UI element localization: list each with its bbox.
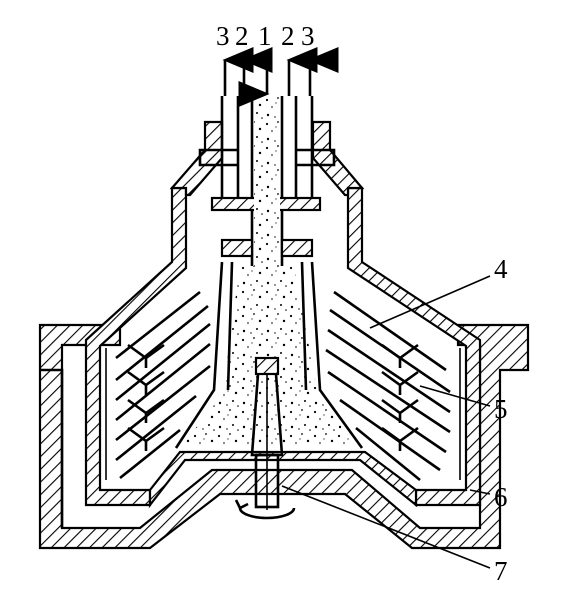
disc-stack (105, 290, 461, 482)
flow-arrows (222, 47, 339, 107)
callout-7: 7 (494, 556, 508, 586)
feed-pipe-fill (254, 96, 280, 268)
flow-chevrons (127, 343, 419, 451)
bowl-shell (84, 186, 482, 509)
leader-lines (281, 275, 491, 569)
spindle (234, 356, 296, 520)
flow-label-outlet-3-right: 3 (301, 21, 315, 51)
callout-5: 5 (494, 394, 508, 424)
callout-4: 4 (494, 254, 508, 284)
flow-label-outlet-3-left: 3 (216, 21, 230, 51)
callout-6: 6 (494, 482, 508, 512)
flow-label-outlet-2-right: 2 (281, 21, 295, 51)
flow-label-outlet-2-left: 2 (235, 21, 249, 51)
flow-label-inlet-1: 1 (258, 21, 272, 51)
